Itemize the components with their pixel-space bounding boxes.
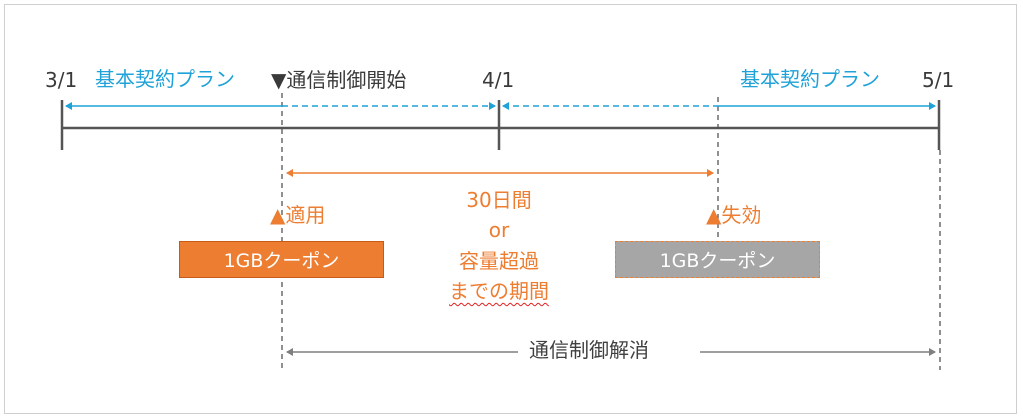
throttle-start-label: ▼通信制御開始 (271, 68, 407, 92)
period-line-2: or (488, 218, 510, 242)
plan-label-right: 基本契約プラン (740, 67, 880, 91)
date-3-1: 3/1 (45, 68, 78, 92)
coupon-active-box: 1GBクーポン (179, 241, 384, 278)
period-line-4: までの期間 (449, 279, 549, 303)
down-triangle-icon: ▼ (271, 68, 287, 92)
up-triangle-icon: ▲ (706, 203, 722, 227)
release-label: 通信制御解消 (529, 338, 649, 362)
period-line-3: 容量超過 (459, 249, 539, 273)
expire-label: ▲失効 (706, 203, 762, 227)
up-triangle-icon: ▲ (270, 203, 286, 227)
diagram-frame (4, 4, 1017, 414)
plan-label-left: 基本契約プラン (95, 67, 235, 91)
period-line-4-wrap: までの期間 (419, 281, 579, 301)
date-5-1: 5/1 (922, 68, 955, 92)
date-4-1: 4/1 (482, 68, 515, 92)
apply-label: ▲適用 (270, 203, 326, 227)
coupon-expired-box: 1GBクーポン (615, 241, 820, 278)
period-line-1: 30日間 (466, 188, 532, 212)
